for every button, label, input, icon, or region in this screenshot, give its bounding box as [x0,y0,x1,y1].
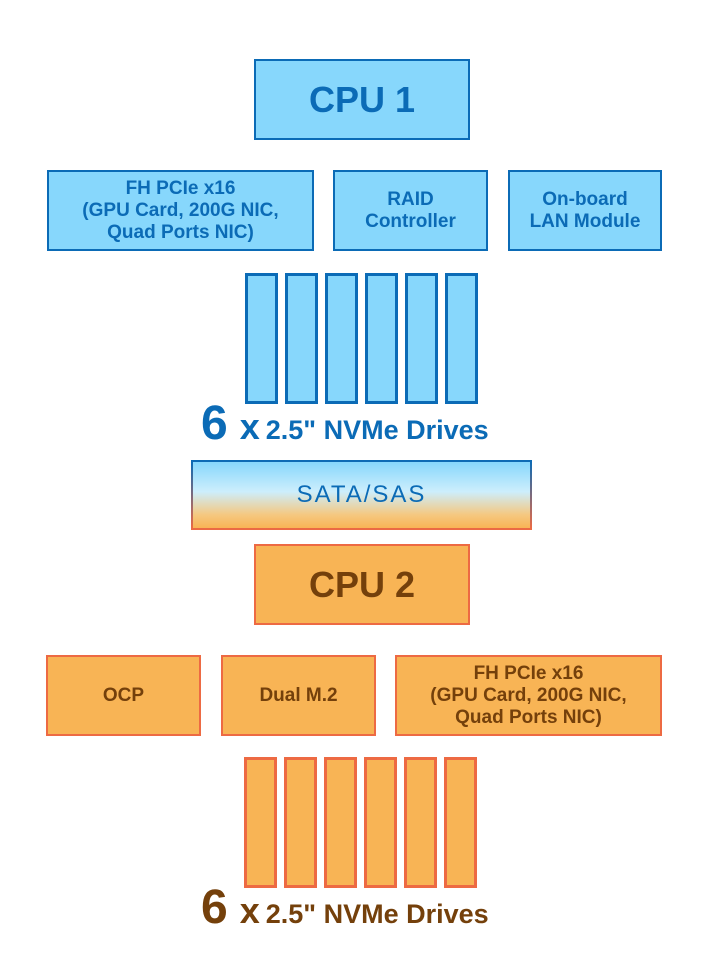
cpu2-title: CPU 2 [308,563,416,605]
cpu1-drive-bay [445,273,478,404]
cpu1-lan-label: On-board LAN Module [529,188,641,232]
cpu2-ocp-label: OCP [102,684,145,706]
cpu1-drive-bay [245,273,278,404]
cpu1-multiply-sign: x [239,406,260,447]
cpu1-pcie-module: FH PCIe x16 (GPU Card, 200G NIC, Quad Po… [47,170,314,251]
cpu2-m2-label: Dual M.2 [259,684,338,706]
cpu1-drive-description: 2.5" NVMe Drives [265,415,489,445]
cpu2-drive-count: 6 [201,881,228,934]
sata-sas-label: SATA/SAS [296,481,427,508]
cpu2-drive-bay [364,757,397,888]
cpu1-drive-bay [365,273,398,404]
cpu2-pcie-module: FH PCIe x16 (GPU Card, 200G NIC, Quad Po… [395,655,662,736]
cpu1-lan-module: On-board LAN Module [508,170,662,251]
cpu2-drive-bay [284,757,317,888]
cpu1-title: CPU 1 [308,78,416,120]
cpu1-raid-module: RAID Controller [333,170,488,251]
cpu2-drive-bay [244,757,277,888]
cpu1-drive-bay [325,273,358,404]
cpu1-drive-bay [285,273,318,404]
cpu1-block: CPU 1 [254,59,470,140]
cpu2-multiply-sign: x [239,890,260,931]
cpu2-drive-bay [444,757,477,888]
cpu2-m2-module: Dual M.2 [221,655,376,736]
cpu1-drive-bay [405,273,438,404]
cpu1-raid-label: RAID Controller [365,188,456,232]
cpu2-pcie-label: FH PCIe x16 (GPU Card, 200G NIC, Quad Po… [430,662,627,728]
sata-sas-block: SATA/SAS [191,460,532,530]
cpu1-pcie-label: FH PCIe x16 (GPU Card, 200G NIC, Quad Po… [82,177,279,243]
cpu2-drive-bay [404,757,437,888]
cpu1-drive-count: 6 [201,397,228,450]
cpu2-ocp-module: OCP [46,655,201,736]
cpu2-drive-bay [324,757,357,888]
cpu2-block: CPU 2 [254,544,470,625]
cpu2-drive-description: 2.5" NVMe Drives [265,899,489,929]
